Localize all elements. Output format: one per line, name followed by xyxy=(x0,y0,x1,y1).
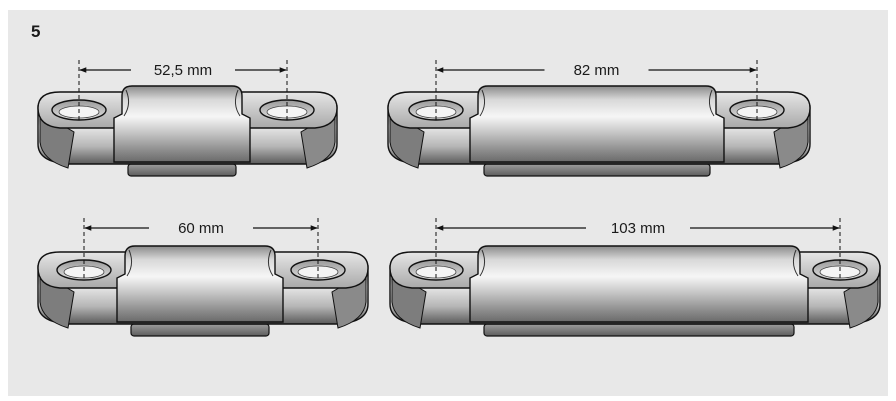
bracket-body xyxy=(469,245,809,323)
dimension-label: 60 mm xyxy=(178,220,224,237)
dimension-label: 82 mm xyxy=(574,62,620,79)
bracket-foot xyxy=(127,163,237,177)
bracket-foot xyxy=(483,163,711,177)
body-curl-left xyxy=(479,249,486,277)
body-curl-left xyxy=(123,89,130,117)
bracket-foot xyxy=(130,323,270,337)
bracket-3: 60 mm xyxy=(37,218,369,337)
body-curl-right xyxy=(234,89,241,117)
body-curl-right xyxy=(792,249,799,277)
body-curl-left xyxy=(126,249,133,277)
bracket-2: 82 mm xyxy=(387,60,811,177)
bracket-body xyxy=(116,245,284,323)
dimension-label: 52,5 mm xyxy=(154,62,212,79)
body-curl-left xyxy=(479,89,486,117)
figure-number: 5 xyxy=(31,22,41,41)
bracket-4: 103 mm xyxy=(389,218,881,337)
dimension-label: 103 mm xyxy=(611,220,665,237)
bracket-foot xyxy=(483,323,795,337)
bracket-1: 52,5 mm xyxy=(37,60,338,177)
body-curl-right xyxy=(708,89,715,117)
bracket-body xyxy=(469,85,725,163)
bracket-body xyxy=(113,85,251,163)
body-curl-right xyxy=(267,249,274,277)
